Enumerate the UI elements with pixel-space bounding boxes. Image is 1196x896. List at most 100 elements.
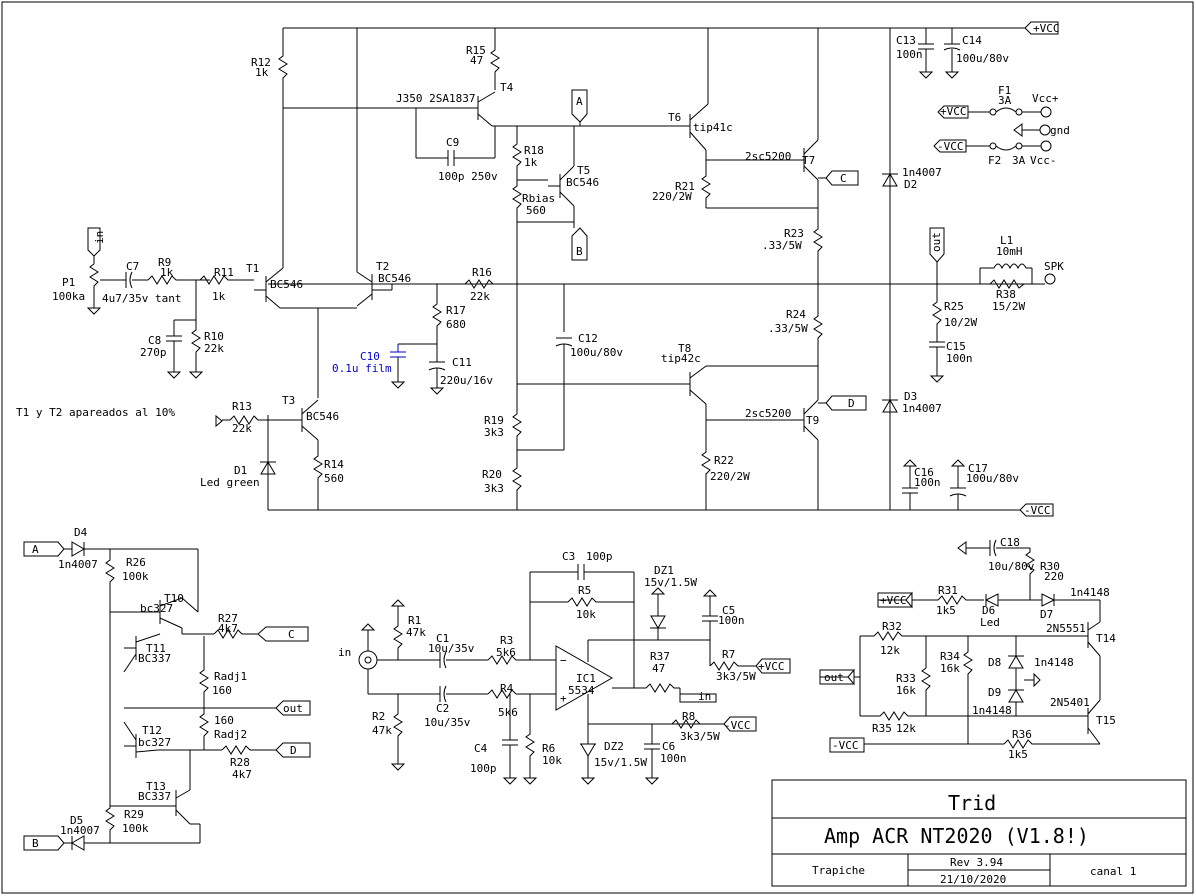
svg-text:1k: 1k [160, 266, 174, 279]
svg-text:1k: 1k [212, 290, 226, 303]
svg-text:B: B [576, 245, 583, 258]
resistor-r25: R25 10/2W [932, 284, 977, 342]
resistor-r32: R32 12k [873, 620, 1088, 657]
transistor-t3: T3 BC546 [282, 394, 339, 441]
resistor-r23: R23 .33/5W [762, 225, 823, 284]
svg-text:+VCC: +VCC [1033, 22, 1060, 35]
svg-text:100n: 100n [896, 48, 923, 61]
transistor-t15: T15 2N5401 [1050, 696, 1116, 745]
svg-text:D: D [290, 744, 297, 757]
resistor-r27: R27 4k7 [213, 612, 258, 639]
svg-text:R30: R30 [1040, 560, 1060, 573]
svg-text:100k: 100k [122, 822, 149, 835]
svg-text:T7: T7 [802, 154, 815, 167]
svg-text:Vcc-: Vcc- [1030, 154, 1057, 167]
svg-text:R29: R29 [124, 808, 144, 821]
net-label-vcc-neg: -VCC [1019, 503, 1054, 517]
fuse-f2: -VCC F2 3A Vcc- [933, 139, 1057, 167]
resistor-r17: R17 680 [432, 284, 466, 344]
transistor-t6: T6 tip41c [668, 103, 733, 151]
svg-text:T13: T13 [146, 780, 166, 793]
svg-text:100n: 100n [914, 476, 941, 489]
svg-text:DZ2: DZ2 [604, 740, 624, 753]
svg-text:2sc5200: 2sc5200 [745, 150, 791, 163]
diode-d3: D3 1n4007 [882, 390, 942, 415]
svg-text:1k5: 1k5 [1008, 748, 1028, 761]
svg-text:2N5551: 2N5551 [1046, 622, 1086, 635]
svg-text:-VCC: -VCC [1024, 504, 1051, 517]
opamp-ic1: − + IC1 5534 [555, 645, 614, 711]
svg-text:3k3/5W: 3k3/5W [680, 730, 720, 743]
svg-text:.33/5W: .33/5W [762, 239, 802, 252]
diode-d7: D7 1n4148 [1040, 586, 1110, 621]
net-label-vcc-pos-ic: +VCC [755, 658, 791, 674]
resistor-r29: R29 100k [105, 790, 149, 843]
svg-text:Vcc+: Vcc+ [1032, 92, 1059, 105]
capacitor-c17: C17 100u/80v [949, 459, 1019, 510]
resistor-radj1: Radj1 160 [199, 636, 247, 708]
svg-text:10k: 10k [576, 608, 596, 621]
gnd-terminal: gnd [1013, 123, 1070, 137]
capacitor-c7: C7 4u7/35v tant [102, 260, 181, 305]
net-label-vcc-neg-clip: -VCC [829, 737, 865, 753]
inductor-l1: L1 10mH [979, 234, 1033, 284]
svg-text:220u/16v: 220u/16v [440, 374, 493, 387]
svg-text:T11: T11 [146, 642, 166, 655]
svg-text:C17: C17 [968, 462, 988, 475]
resistor-r30: R30 220 [1025, 548, 1064, 600]
svg-text:Led: Led [980, 616, 1000, 629]
led-d1: D1 Led green [200, 420, 276, 489]
svg-text:R12: R12 [251, 56, 271, 69]
svg-text:C15: C15 [946, 340, 966, 353]
drawing-date: 21/10/2020 [940, 873, 1006, 886]
svg-text:22k: 22k [232, 422, 252, 435]
transistor-t11: T11 BC337 [123, 633, 171, 673]
capacitor-c16: C16 100n [902, 459, 941, 510]
svg-text:2sc5200: 2sc5200 [745, 407, 791, 420]
svg-text:Rbias: Rbias [522, 192, 555, 205]
svg-text:C18: C18 [1000, 536, 1020, 549]
svg-text:160: 160 [214, 714, 234, 727]
svg-text:47: 47 [652, 662, 665, 675]
power-rails [267, 27, 1025, 511]
capacitor-c10: C10 0.1u film [332, 344, 406, 389]
capacitor-c13: C13 100n [896, 28, 934, 79]
net-label-out-bottom: out [275, 700, 311, 716]
svg-text:BC337: BC337 [138, 652, 171, 665]
zener-dz2: DZ2 15v/1.5W [580, 724, 647, 785]
svg-text:100p: 100p [470, 762, 497, 775]
svg-text:T8: T8 [678, 342, 691, 355]
resistor-r35: R35 12k [860, 711, 1088, 735]
svg-text:BC337: BC337 [138, 790, 171, 803]
svg-text:1n4148: 1n4148 [972, 704, 1012, 717]
svg-text:560: 560 [526, 204, 546, 217]
capacitor-c6: C6 100n [644, 724, 687, 785]
svg-text:2N5401: 2N5401 [1050, 696, 1090, 709]
svg-text:3k3/5W: 3k3/5W [716, 670, 756, 683]
svg-text:4u7/35v tant: 4u7/35v tant [102, 292, 181, 305]
resistor-r38: R38 15/2W [989, 279, 1025, 313]
svg-text:C13: C13 [896, 34, 916, 47]
net-label-a-top: A [571, 89, 588, 126]
transistor-t13: T13 BC337 [138, 780, 191, 825]
svg-text:+VCC: +VCC [880, 594, 907, 607]
svg-text:−: − [560, 654, 567, 667]
capacitor-c4: C4 100p [470, 739, 518, 785]
transistor-t1: T1 BC546 [246, 262, 303, 309]
net-label-out-top: out [929, 227, 945, 284]
svg-text:out: out [283, 702, 303, 715]
net-label-out-clip: out [819, 668, 855, 686]
svg-text:1n4148: 1n4148 [1034, 656, 1074, 669]
svg-text:C12: C12 [578, 332, 598, 345]
net-label-in-top: in [87, 227, 106, 257]
svg-text:C6: C6 [662, 740, 675, 753]
net-label-d-bottom: D [275, 742, 311, 758]
svg-text:-VCC: -VCC [724, 719, 751, 732]
transistor-t12: T12 bc327 [123, 721, 171, 758]
svg-text:+: + [560, 692, 567, 705]
svg-text:R17: R17 [446, 304, 466, 317]
svg-text:220/2W: 220/2W [710, 470, 750, 483]
svg-text:-VCC: -VCC [937, 140, 964, 153]
svg-text:BC546: BC546 [270, 278, 303, 291]
